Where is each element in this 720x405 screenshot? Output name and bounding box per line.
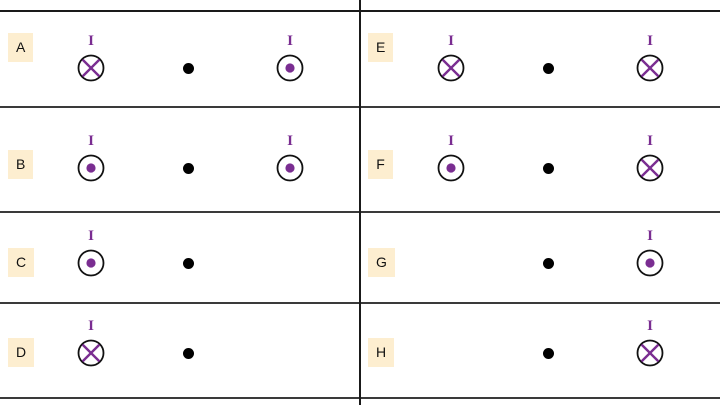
current-label-right-f: I — [647, 133, 653, 149]
field-point-g — [542, 257, 554, 269]
wire-left-into-page-d: I — [61, 319, 121, 379]
panel-f: F I I — [360, 0, 720, 405]
current-label-left-c: I — [88, 228, 94, 244]
current-label-right-h: I — [647, 318, 653, 334]
panel-label-d: D — [8, 338, 35, 367]
panel-label-c: C — [8, 248, 35, 277]
current-label-right-a: I — [287, 33, 293, 49]
wire-right-out-of-page-g: I — [620, 229, 680, 289]
current-label-left-b: I — [88, 133, 94, 149]
current-label-left-e: I — [448, 33, 454, 49]
current-out-of-page-icon — [276, 54, 304, 82]
panel-label-g: G — [368, 248, 395, 277]
current-into-page-icon — [437, 54, 465, 82]
panel-label-h: H — [368, 338, 395, 367]
current-out-of-page-icon — [77, 249, 105, 277]
current-label-left-f: I — [448, 133, 454, 149]
current-into-page-icon — [77, 339, 105, 367]
current-label-right-b: I — [287, 133, 293, 149]
panel-b: B I I — [8, 134, 320, 194]
current-into-page-icon — [636, 154, 664, 182]
wire-right-into-page-h: I — [620, 319, 680, 379]
panel-label-a: A — [8, 33, 34, 62]
current-out-of-page-icon — [276, 154, 304, 182]
wire-right-out-of-page-b: I — [260, 134, 320, 194]
panel-label-f: F — [368, 150, 393, 179]
field-point-b — [182, 162, 194, 174]
current-label-right-g: I — [647, 228, 653, 244]
wire-left-into-page-e: I — [421, 34, 481, 94]
wire-left-out-of-page-c: I — [61, 229, 121, 289]
wire-left-out-of-page-b: I — [61, 134, 121, 194]
current-out-of-page-icon — [636, 249, 664, 277]
current-out-of-page-icon — [77, 154, 105, 182]
field-point-h — [542, 347, 554, 359]
wire-right-into-page-e: I — [620, 34, 680, 94]
wire-left-out-of-page-f: I — [421, 134, 481, 194]
current-label-right-e: I — [647, 33, 653, 49]
wire-right-into-page-f: I — [620, 134, 680, 194]
field-point-d — [182, 347, 194, 359]
field-point-a — [182, 62, 194, 74]
field-point-e — [542, 62, 554, 74]
divider-vertical-center — [359, 0, 361, 405]
field-point-f — [542, 162, 554, 174]
current-out-of-page-icon — [437, 154, 465, 182]
field-point-c — [182, 257, 194, 269]
current-into-page-icon — [77, 54, 105, 82]
current-label-left-d: I — [88, 318, 94, 334]
panel-e: E I I — [360, 0, 720, 405]
panel-label-b: B — [8, 150, 34, 179]
panel-label-e: E — [368, 33, 394, 62]
wire-left-into-page-a: I — [61, 34, 121, 94]
wire-right-out-of-page-a: I — [260, 34, 320, 94]
current-into-page-icon — [636, 339, 664, 367]
current-label-left-a: I — [88, 33, 94, 49]
current-into-page-icon — [636, 54, 664, 82]
